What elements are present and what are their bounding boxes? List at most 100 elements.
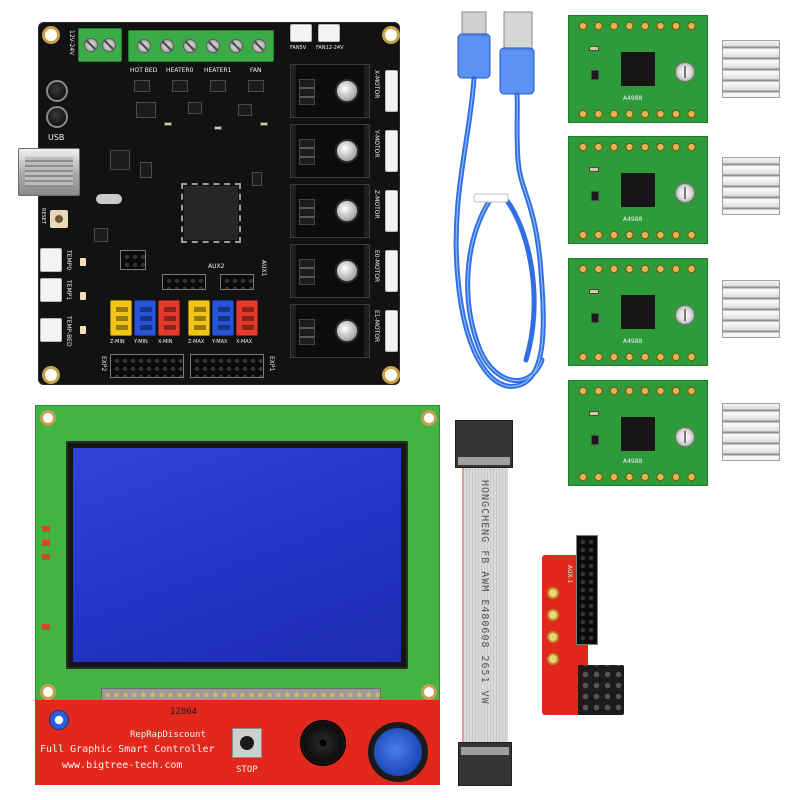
exp1-label: EXP1 (268, 356, 275, 372)
stepper-socket-z (290, 184, 370, 238)
mounting-hole (40, 684, 56, 700)
stepper-socket-e0 (290, 244, 370, 298)
y-motor-label: Y-MOTOR (373, 130, 380, 158)
stepper-driver-board: A4988 (568, 380, 708, 486)
regulator (136, 102, 156, 118)
microstep-jumpers (299, 319, 315, 345)
z-min-label: Z-MIN (110, 339, 125, 345)
header-2pin (94, 228, 108, 242)
temp1-connector (40, 278, 62, 302)
mainboard: 12V-24V HOT BED HEATER0 HEATER1 FAN FAN5… (38, 22, 400, 385)
usb-cable (453, 11, 546, 389)
stop-button-cap (240, 736, 254, 750)
power-label: 12V-24V (68, 30, 75, 56)
y-max-label: Y-MAX (212, 339, 228, 345)
stop-label: STOP (236, 765, 258, 775)
current-potentiometer (675, 62, 695, 82)
resistor (589, 289, 599, 294)
stepper-driver-board: A4988 (568, 15, 708, 123)
connector-slots (194, 307, 206, 333)
endstop-connector-y-max (212, 300, 234, 336)
stepper-driver-board: A4988 (568, 136, 708, 244)
fan-label: FAN (250, 67, 262, 74)
smd-component (42, 554, 50, 560)
capacitor-smd (591, 191, 599, 201)
stepper-socket-e1 (290, 304, 370, 358)
controller-title: Full Graphic Smart Controller (40, 744, 215, 755)
aux2-label: AUX2 (208, 263, 225, 270)
mounting-hole (382, 26, 400, 44)
lcd-screen (73, 448, 401, 662)
aux1-header (220, 274, 254, 290)
lcd-controller-board (35, 405, 440, 702)
capacitor-smd (591, 70, 599, 80)
lcd-control-board: 12864 RepRapDiscount Full Graphic Smart … (35, 700, 440, 785)
reset-button (50, 210, 68, 228)
endstop-connector-y-min (134, 300, 156, 336)
temp0-label: TEMP0 (65, 250, 72, 271)
driver-pin-row-top (577, 141, 701, 153)
usb-b-port (18, 148, 80, 196)
aux2-header (162, 274, 206, 290)
solder-pad (547, 609, 559, 621)
capacitor-smd (591, 435, 599, 445)
smd-component (42, 540, 50, 546)
brand-label: RepRapDiscount (130, 730, 206, 740)
driver-pin-row-top (577, 385, 701, 397)
fan5v-label: FAN5V (290, 45, 307, 51)
driver-pin-row-bottom (577, 108, 701, 120)
terminal-screw (182, 39, 197, 53)
usb-b-plug-body (457, 33, 491, 79)
resistor (589, 167, 599, 172)
aux1-label: AUX1 (260, 260, 267, 277)
regulator (188, 102, 202, 114)
exp2-header (110, 354, 184, 378)
usb-a-plug-body (499, 47, 535, 95)
mounting-hole (421, 410, 437, 426)
reset-button-cap (55, 215, 63, 223)
terminal-screw (228, 39, 243, 53)
mosfet (134, 80, 150, 92)
capacitor-smd (591, 313, 599, 323)
terminal-screw (159, 39, 174, 53)
connector-slots (116, 307, 128, 333)
temp1-label: TEMP1 (65, 280, 72, 301)
mosfet (172, 80, 188, 92)
driver-label: A4988 (623, 95, 643, 102)
connector-slots (164, 307, 176, 333)
e0-motor-connector (385, 250, 398, 292)
exp2-label: EXP2 (100, 356, 107, 372)
exp1-header (190, 354, 264, 378)
main-microcontroller (181, 183, 241, 243)
solder-pad (547, 653, 559, 665)
terminal-screw (102, 38, 116, 52)
heater1-label: HEATER1 (204, 67, 232, 74)
ribbon-cable (462, 428, 508, 783)
contrast-potentiometer (49, 710, 69, 730)
capacitor (335, 79, 359, 103)
terminal-screw (84, 38, 98, 52)
resistor (214, 126, 222, 130)
terminal-screw (205, 39, 220, 53)
usb-serial-chip (110, 150, 130, 170)
ribbon-cable-print: HONGCHENG FB AWM E480608 2651 VW (479, 480, 490, 705)
driver-chip (621, 52, 655, 86)
solder-pad (547, 587, 559, 599)
aux3-header (120, 250, 146, 270)
reset-label: RESET (40, 208, 46, 225)
rotary-encoder-knob (368, 722, 428, 782)
heater0-label: HEATER0 (166, 67, 194, 74)
endstop-connector-x-min (158, 300, 180, 336)
endstop-connector-z-max (188, 300, 210, 336)
endstop-connector-x-max (236, 300, 258, 336)
mounting-hole (42, 26, 60, 44)
connector-slots (218, 307, 230, 333)
current-potentiometer (675, 183, 695, 203)
mounting-hole (382, 366, 400, 384)
cable-tie (473, 193, 509, 203)
x-motor-connector (385, 70, 398, 112)
regulator (238, 104, 252, 116)
status-led (80, 292, 86, 300)
y-motor-connector (385, 130, 398, 172)
